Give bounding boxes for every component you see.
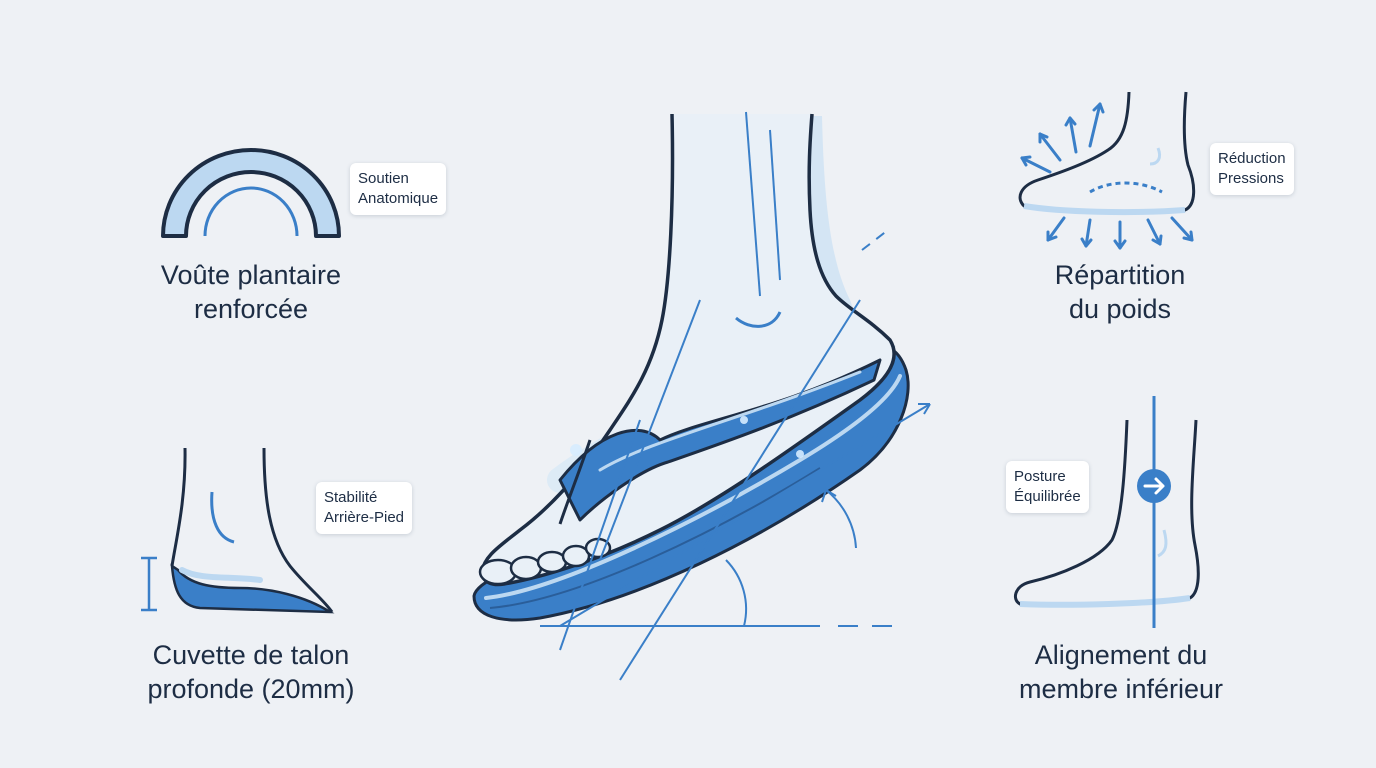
limb-alignment-icon	[1013, 396, 1200, 628]
caption-weight: Répartition du poids	[1000, 258, 1240, 326]
callout-weight-line1: Réduction	[1218, 150, 1286, 167]
weight-distribution-icon	[1018, 91, 1196, 250]
callout-arch-line2: Anatomique	[358, 190, 439, 207]
caption-arch-line2: renforcée	[193, 294, 309, 324]
heel-cup-icon	[141, 447, 335, 614]
callout-weight: Réduction Pressions	[1210, 143, 1294, 195]
caption-heel-line1: Cuvette de talon	[152, 640, 350, 670]
callout-heel: Stabilité Arrière-Pied	[316, 482, 413, 534]
caption-alignment-line2: membre inférieur	[1018, 674, 1224, 704]
callout-heel-line2: Arrière-Pied	[324, 509, 405, 526]
caption-heel-line2: profonde (20mm)	[147, 674, 355, 704]
caption-weight-line1: Répartition	[1054, 260, 1186, 290]
callout-alignment: Posture Équilibrée	[1006, 461, 1089, 513]
caption-weight-line2: du poids	[1068, 294, 1172, 324]
callout-alignment-line1: Posture	[1014, 468, 1066, 485]
callout-arch: Soutien Anatomique	[350, 163, 447, 215]
caption-heel: Cuvette de talon profonde (20mm)	[110, 638, 392, 706]
caption-arch: Voûte plantaire renforcée	[120, 258, 382, 326]
callout-weight-line2: Pressions	[1218, 170, 1284, 187]
callout-alignment-line2: Équilibrée	[1014, 488, 1081, 505]
callout-arch-line1: Soutien	[358, 170, 409, 187]
arch-support-icon	[161, 148, 341, 238]
callout-heel-line1: Stabilité	[324, 489, 378, 506]
caption-arch-line1: Voûte plantaire	[160, 260, 342, 290]
caption-alignment: Alignement du membre inférieur	[990, 638, 1252, 706]
foot-in-flip-flop-icon	[472, 111, 931, 681]
caption-alignment-line1: Alignement du	[1034, 640, 1208, 670]
